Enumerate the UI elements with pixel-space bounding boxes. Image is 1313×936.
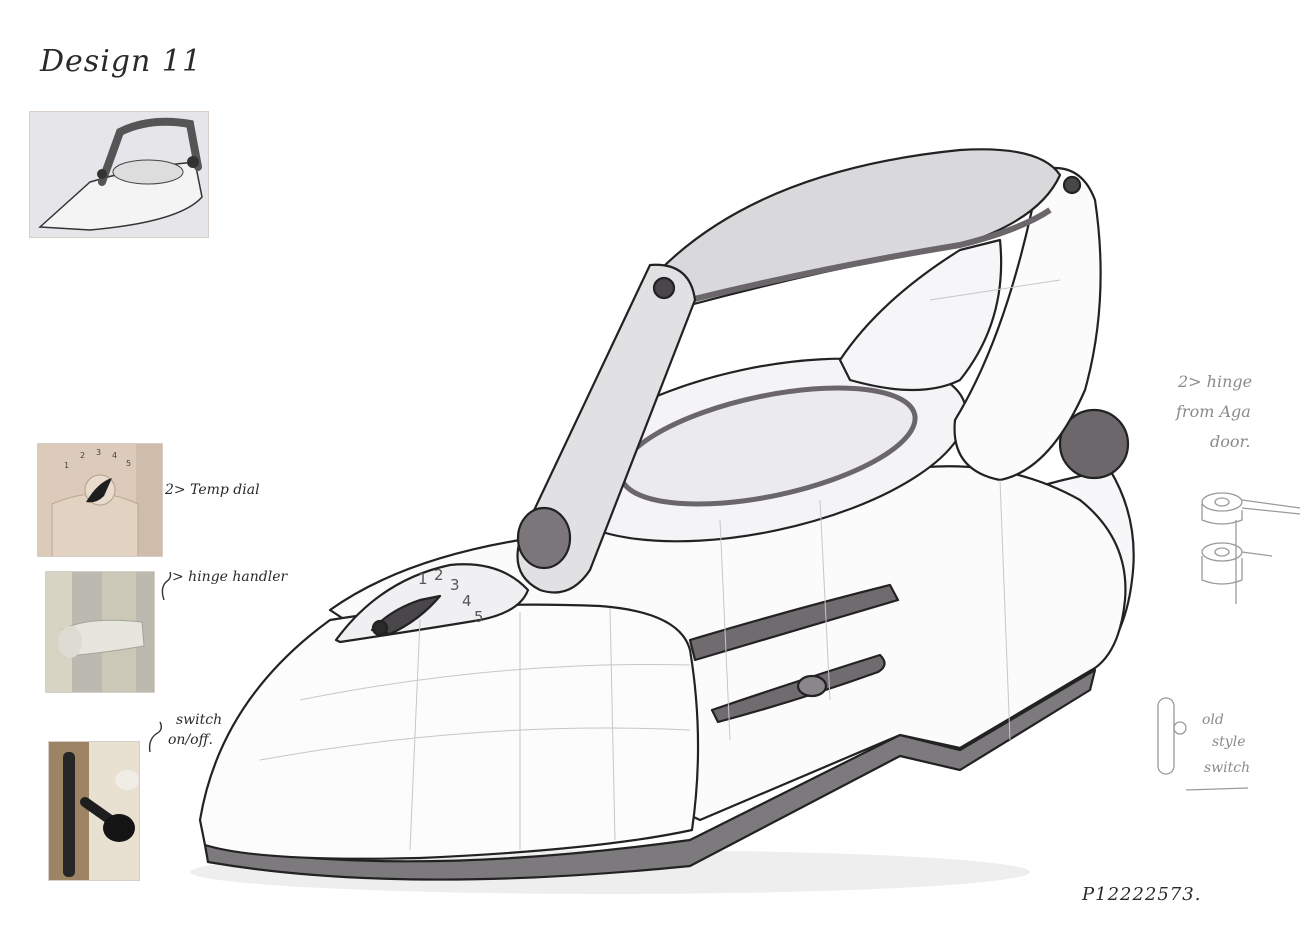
dial-number-1: 1 — [418, 570, 428, 588]
old-switch-note-line3: switch — [1204, 760, 1251, 776]
dial-numbers: 1 2 3 4 5 — [418, 566, 484, 626]
svg-text:3: 3 — [96, 448, 101, 457]
dial-number-2: 2 — [434, 566, 444, 584]
old-switch-note-line2: style — [1212, 734, 1246, 750]
old-switch-doodle — [1157, 697, 1249, 791]
switch-label-line1: switch — [176, 712, 223, 728]
construction-lines — [259, 279, 1061, 851]
hinge-handle-label: > hinge handler — [172, 569, 288, 585]
student-id: P12222573. — [1082, 884, 1202, 905]
dial-number-4: 4 — [462, 592, 472, 610]
hinge-handle-photo — [46, 572, 154, 692]
temp-dial-photo: 1 2 3 4 5 — [38, 444, 162, 556]
aga-note-line1: 2> hinge — [1178, 372, 1253, 391]
aga-hinge-doodle — [1201, 492, 1301, 604]
thumbnail-sketch — [30, 112, 208, 237]
switch-arrow — [148, 721, 163, 753]
svg-text:5: 5 — [126, 459, 131, 468]
aga-note-line2: from Aga — [1176, 402, 1251, 421]
svg-text:2: 2 — [80, 451, 85, 460]
svg-text:1: 1 — [64, 461, 69, 470]
switch-photo — [49, 742, 139, 880]
hinge-arrow — [161, 571, 172, 601]
temp-dial-label: 2> Temp dial — [165, 482, 260, 498]
product-sketch — [198, 148, 1135, 881]
page-title: Design 11 — [40, 44, 203, 79]
svg-text:4: 4 — [112, 451, 117, 460]
old-switch-note-line1: old — [1202, 712, 1224, 728]
dial-number-3: 3 — [450, 576, 460, 594]
switch-label-line2: on/off. — [168, 732, 213, 748]
dial-number-5: 5 — [474, 608, 484, 626]
aga-note-line3: door. — [1210, 432, 1251, 451]
